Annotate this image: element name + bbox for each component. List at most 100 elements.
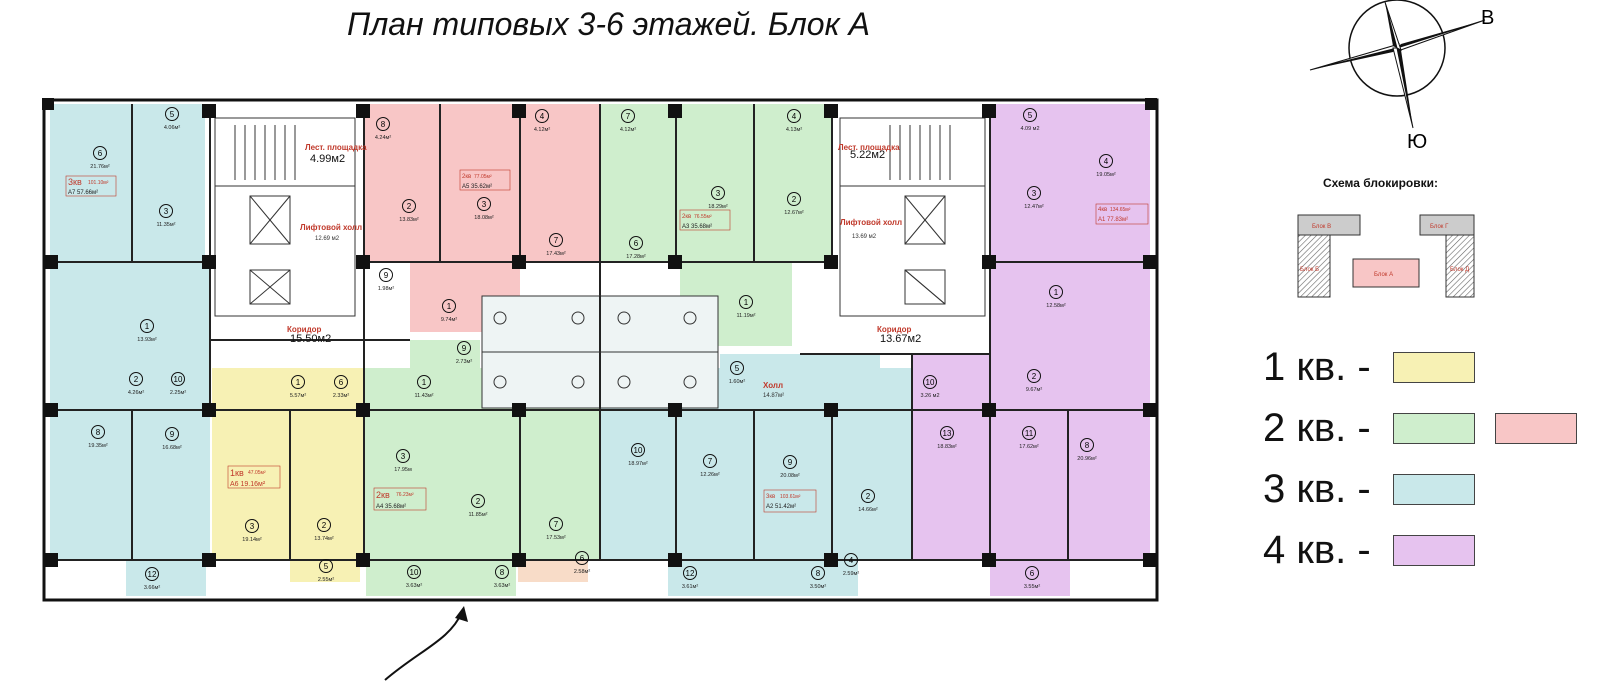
room-number: 4 [1104, 157, 1109, 166]
svg-text:14.87м²: 14.87м² [763, 393, 784, 399]
room-area: 16.68м² [162, 445, 182, 451]
room-number-circle [442, 299, 456, 313]
room-area: 12.26м² [700, 472, 720, 478]
scheme-title: Схема блокировки: [1323, 176, 1438, 190]
apt-zone-3kv-bl [50, 410, 210, 560]
svg-text:А1 77.83м²: А1 77.83м² [1098, 217, 1128, 223]
svg-text:Лест. площадка: Лест. площадка [838, 143, 900, 152]
svg-text:А2 51.42м²: А2 51.42м² [766, 504, 796, 510]
room-area: 13.83м² [399, 217, 419, 223]
room-number: 3 [716, 189, 721, 198]
room-number-circle [171, 372, 185, 386]
scheme-label-g: Блок Г [1430, 224, 1449, 230]
room-area: 20.08м² [780, 473, 800, 479]
room-number-circle [940, 426, 954, 440]
room-number-circle [811, 566, 825, 580]
room-number-circle [93, 146, 107, 160]
room-number: 2 [866, 492, 871, 501]
room-area: 9.67м² [1026, 387, 1042, 393]
room-area: 2.73м² [456, 359, 472, 365]
room-area: 4.06м² [164, 125, 180, 131]
room-area: 4.12м² [620, 127, 636, 133]
room-number: 4 [849, 556, 854, 565]
room-area: 11.85м² [469, 512, 488, 518]
room-area: 2.33м² [333, 393, 349, 399]
svg-text:134.65м²: 134.65м² [1110, 207, 1131, 213]
room-number-circle [1023, 108, 1037, 122]
legend-swatch-pink [1495, 412, 1577, 444]
room-number-circle [549, 233, 563, 247]
svg-text:15.50м2: 15.50м2 [290, 333, 331, 345]
room-area: 17.53м² [546, 535, 566, 541]
apt-zone-a1 [990, 104, 1150, 560]
room-area: 3.63м² [494, 583, 510, 589]
room-number-circle [844, 553, 858, 567]
room-area: 19.05м² [1096, 172, 1116, 178]
room-area: 12.47м² [1024, 204, 1044, 210]
legend-swatch [1393, 351, 1475, 383]
room-number-circle [495, 565, 509, 579]
room-area: 11.43м² [415, 393, 434, 399]
room-number: 6 [1030, 569, 1035, 578]
apt-zone-a5 [364, 104, 599, 262]
svg-text:3кв: 3кв [766, 494, 775, 500]
room-area: 3.66м² [144, 585, 160, 591]
svg-text:Лифтовой холл: Лифтовой холл [840, 218, 902, 227]
room-number-circle [396, 449, 410, 463]
room-area: 13.93м² [137, 337, 157, 343]
legend-row-1kv: 1 кв. - [1263, 345, 1475, 389]
room-number-circle [165, 107, 179, 121]
room-number-circle [1027, 186, 1041, 200]
room-area: 1.98м² [378, 286, 394, 292]
room-area: 17.62м² [1019, 444, 1039, 450]
apt-zone-a3 [600, 104, 832, 262]
svg-text:77.05м²: 77.05м² [474, 174, 492, 180]
compass-icon: В З Ю [1305, 0, 1494, 153]
room-number-circle [457, 341, 471, 355]
room-number: 10 [634, 446, 643, 455]
room-number: 6 [580, 554, 585, 563]
room-number-circle [787, 109, 801, 123]
room-area: 18.83м² [937, 444, 957, 450]
legend-row-3kv: 3 кв. - [1263, 466, 1475, 511]
room-number-circle [477, 197, 491, 211]
room-area: 11.19м² [737, 313, 756, 319]
svg-text:13.67м2: 13.67м2 [880, 333, 921, 345]
room-number: 3 [1032, 189, 1037, 198]
room-area: 2.59м² [843, 571, 859, 577]
room-area: 11.35м² [157, 222, 176, 228]
room-number-circle [376, 117, 390, 131]
room-area: 17.95м [394, 467, 412, 473]
room-area: 4.12м² [534, 127, 550, 133]
legend-label: 2 кв. - [1263, 405, 1371, 450]
room-number: 9 [384, 271, 389, 280]
room-number-circle [730, 361, 744, 375]
room-number-circle [1099, 154, 1113, 168]
room-area: 4.09 м2 [1020, 126, 1039, 132]
room-number-circle [319, 559, 333, 573]
room-number-circle [407, 565, 421, 579]
room-number: 1 [296, 378, 301, 387]
room-number-circle [535, 109, 549, 123]
svg-text:2кв: 2кв [376, 490, 390, 500]
room-number: 7 [626, 112, 631, 121]
room-number: 10 [174, 375, 183, 384]
apt-zone-a7 [50, 104, 205, 340]
svg-text:3кв: 3кв [68, 177, 82, 187]
room-number-circle [1025, 566, 1039, 580]
room-number: 11 [1025, 429, 1034, 438]
svg-text:Коридор: Коридор [877, 325, 912, 334]
room-number: 2 [134, 375, 139, 384]
svg-text:4кв: 4кв [1098, 207, 1107, 213]
scheme-block-v [1297, 214, 1361, 236]
scheme-label-v: Блок В [1312, 224, 1331, 230]
svg-text:13.69 м2: 13.69 м2 [852, 234, 877, 240]
legend-label: 3 кв. - [1263, 466, 1371, 511]
svg-text:Лест. площадка: Лест. площадка [305, 143, 367, 152]
room-number-circle [129, 372, 143, 386]
room-number-circle [291, 375, 305, 389]
room-number-circle [703, 454, 717, 468]
svg-text:1кв: 1кв [230, 468, 244, 478]
room-number-circle [783, 455, 797, 469]
